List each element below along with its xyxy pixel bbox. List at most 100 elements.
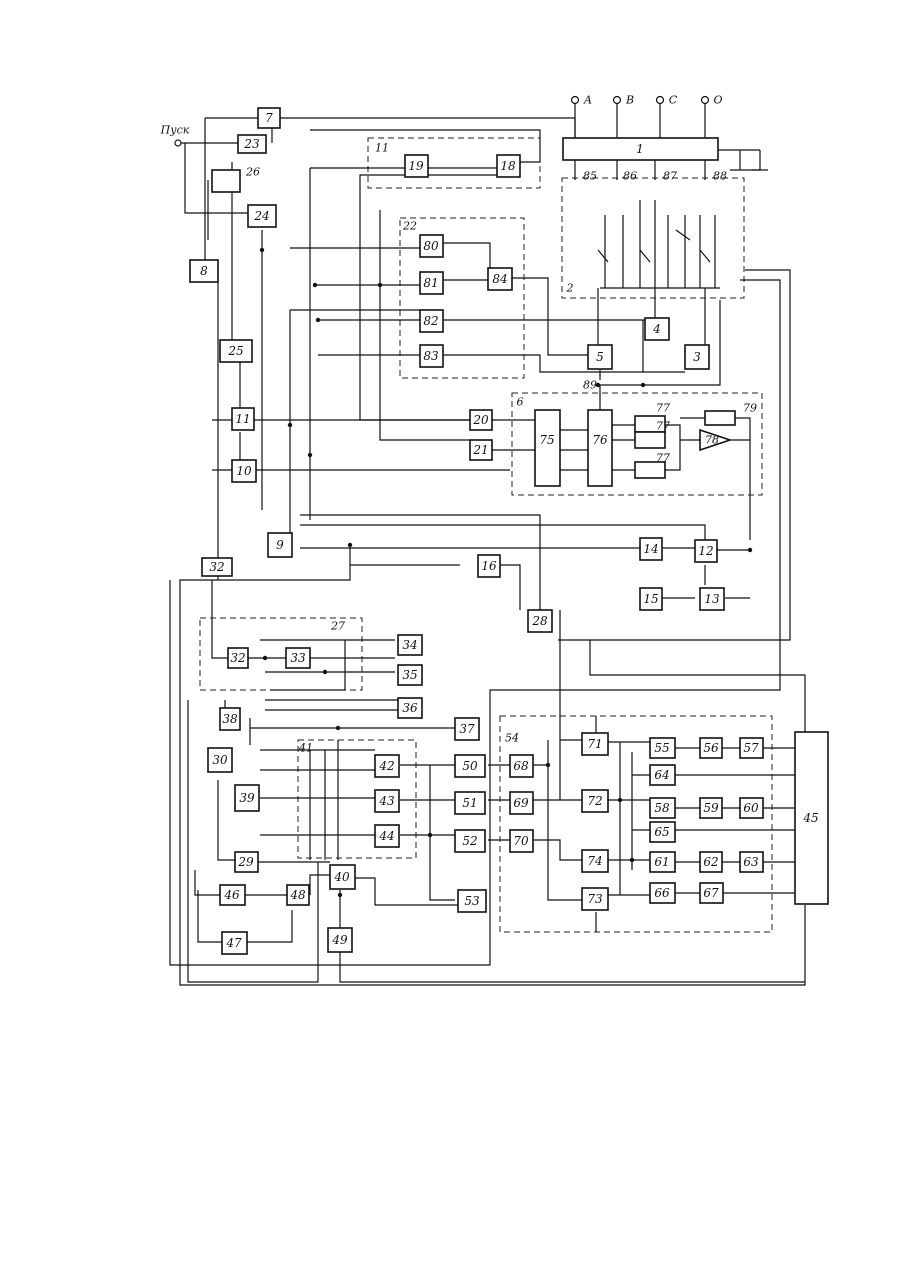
block-38: 38 xyxy=(220,708,240,730)
block-56: 56 xyxy=(700,738,722,758)
label-text: 68 xyxy=(513,759,529,773)
label-text: 1 xyxy=(636,142,644,156)
label-text: 72 xyxy=(587,794,602,808)
label-text: 70 xyxy=(513,834,529,848)
label-text: 71 xyxy=(587,737,602,751)
label-text: 48 xyxy=(289,888,306,902)
label-text: 15 xyxy=(643,592,658,606)
block-66: 66 xyxy=(650,883,675,903)
block-10: 10 xyxy=(232,460,256,482)
block-64: 64 xyxy=(650,765,675,785)
label-text: 65 xyxy=(654,825,669,839)
label-text: 14 xyxy=(643,542,658,556)
block-69: 69 xyxy=(510,792,533,814)
block-81: 81 xyxy=(420,272,443,294)
label-text: 21 xyxy=(472,443,488,457)
label-text: 4 xyxy=(652,322,661,336)
block-68: 68 xyxy=(510,755,533,777)
block-20: 20 xyxy=(470,410,492,430)
label-text: 11 xyxy=(235,412,250,426)
block-32b: 32 xyxy=(228,648,248,668)
block-15: 15 xyxy=(640,588,662,610)
label-text: 60 xyxy=(743,801,759,815)
block-11: 11 xyxy=(232,408,254,430)
label-text: 24 xyxy=(253,209,269,223)
block-70: 70 xyxy=(510,830,533,852)
label-text: 39 xyxy=(239,791,255,805)
label-text: 86 xyxy=(623,170,637,183)
label-text: 57 xyxy=(743,741,759,755)
block-60: 60 xyxy=(740,798,763,818)
terminal-o-label: O xyxy=(713,94,722,107)
label-text: 77 xyxy=(656,402,670,415)
label-text: 18 xyxy=(500,159,516,173)
label-text: 83 xyxy=(423,349,439,363)
label-text: 27 xyxy=(330,620,345,633)
block-48: 48 xyxy=(287,885,309,905)
block-79: 79 xyxy=(705,402,757,426)
block-72: 72 xyxy=(582,790,608,812)
block-67: 67 xyxy=(700,883,723,903)
label-text: 9 xyxy=(276,538,284,552)
label-text: 43 xyxy=(378,794,395,808)
label-text: 63 xyxy=(743,855,759,869)
block-28: 28 xyxy=(528,610,552,632)
label-text: 47 xyxy=(225,936,242,950)
label-text: 85 xyxy=(583,170,597,183)
block-23: 23 xyxy=(238,135,266,153)
block-61: 61 xyxy=(650,852,675,872)
label-text: 3 xyxy=(693,350,701,364)
label-text: 62 xyxy=(703,855,718,869)
label-text: 45 xyxy=(802,811,818,825)
block-21: 21 xyxy=(470,440,492,460)
label-text: 8 xyxy=(200,264,208,278)
block-8: 8 xyxy=(190,260,218,282)
label-text: 73 xyxy=(587,892,603,906)
block-39: 39 xyxy=(235,785,259,811)
block-37: 37 xyxy=(455,718,479,740)
terminal-b-label: B xyxy=(625,94,634,107)
block-43: 43 xyxy=(375,790,399,812)
label-text: 61 xyxy=(654,855,669,869)
label-text: 2 xyxy=(566,282,574,295)
label-text: 12 xyxy=(698,544,713,558)
block-5: 5 xyxy=(588,345,612,369)
block-46: 46 xyxy=(220,885,245,905)
label-text: 80 xyxy=(423,239,439,253)
label-text: 29 xyxy=(237,855,254,869)
block-40: 40 xyxy=(330,865,355,889)
block-24: 24 xyxy=(248,205,276,227)
block-49: 49 xyxy=(328,928,352,952)
block-18: 18 xyxy=(497,155,520,177)
label-text: 42 xyxy=(378,759,394,773)
block-52: 52 xyxy=(455,830,485,852)
label-text: 54 xyxy=(505,732,519,745)
ground-symbol xyxy=(752,150,768,170)
block-76: 76 xyxy=(588,410,612,486)
block-71: 71 xyxy=(582,733,608,755)
label-text: 66 xyxy=(654,886,670,900)
block-53: 53 xyxy=(458,890,486,912)
label-text: 7 xyxy=(265,111,273,125)
block-75: 75 xyxy=(535,410,560,486)
block-26: 26 xyxy=(212,166,260,193)
label-text: 50 xyxy=(462,759,478,773)
label-text: 59 xyxy=(703,801,719,815)
block-33: 33 xyxy=(286,648,310,668)
label-text: 32 xyxy=(209,560,224,574)
label-text: 25 xyxy=(227,344,243,358)
label-text: 64 xyxy=(654,768,669,782)
label-text: 74 xyxy=(587,854,602,868)
block-19: 19 xyxy=(405,155,428,177)
label-text: 34 xyxy=(402,638,417,652)
block-80: 80 xyxy=(420,235,443,257)
label-text: 75 xyxy=(539,433,554,447)
label-text: 84 xyxy=(492,272,507,286)
label-text: 88 xyxy=(713,170,727,183)
block-77c: 77 xyxy=(635,452,670,479)
label-text: 38 xyxy=(222,712,238,726)
label-text: 10 xyxy=(236,464,252,478)
block-57: 57 xyxy=(740,738,763,758)
label-text: 55 xyxy=(654,741,669,755)
